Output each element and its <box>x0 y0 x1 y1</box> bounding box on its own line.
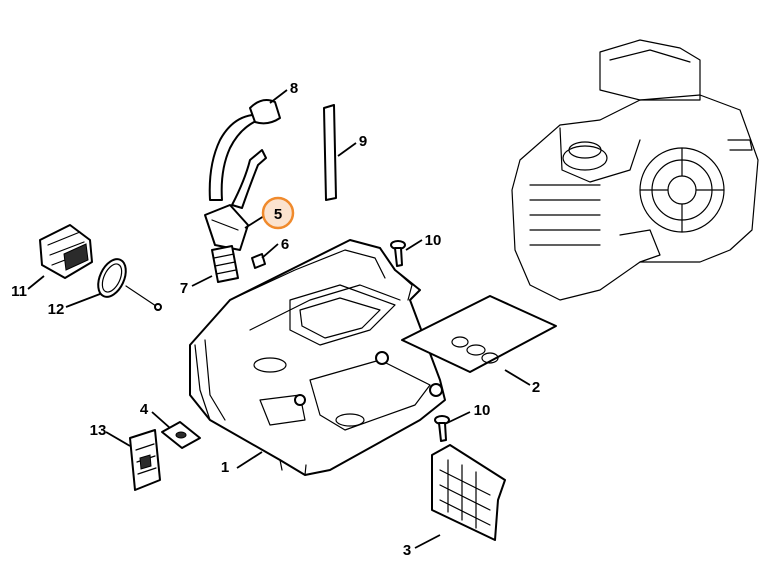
vent-rod <box>323 104 337 201</box>
callout-13[interactable]: 13 <box>90 422 107 439</box>
tank-housing <box>189 239 446 476</box>
highlight-ring[interactable] <box>261 196 295 230</box>
o-ring <box>97 258 162 311</box>
pickup-assembly <box>204 204 266 283</box>
filter-cap <box>39 224 93 279</box>
leader-lines <box>27 89 531 549</box>
screw-upper <box>390 240 406 267</box>
callout-3[interactable]: 3 <box>403 542 411 559</box>
callout-8[interactable]: 8 <box>290 80 298 97</box>
heat-shield <box>431 444 506 541</box>
callout-2[interactable]: 2 <box>532 379 540 396</box>
callout-6[interactable]: 6 <box>281 236 289 253</box>
rubber-buffer <box>161 421 201 449</box>
callout-11[interactable]: 11 <box>11 283 27 300</box>
warning-label <box>129 429 161 491</box>
fuel-hose <box>208 99 281 209</box>
callout-4[interactable]: 4 <box>140 401 149 418</box>
callout-5[interactable]: 5 <box>274 206 282 223</box>
callout-10-upper[interactable]: 10 <box>425 232 442 249</box>
callout-10-lower[interactable]: 10 <box>474 402 491 419</box>
callout-12[interactable]: 12 <box>48 301 65 318</box>
engine-assembly <box>511 39 759 301</box>
screw-lower <box>434 415 450 442</box>
callout-9[interactable]: 9 <box>359 133 367 150</box>
gasket <box>401 295 557 373</box>
callout-7[interactable]: 7 <box>180 280 188 297</box>
callout-1[interactable]: 1 <box>221 459 229 476</box>
